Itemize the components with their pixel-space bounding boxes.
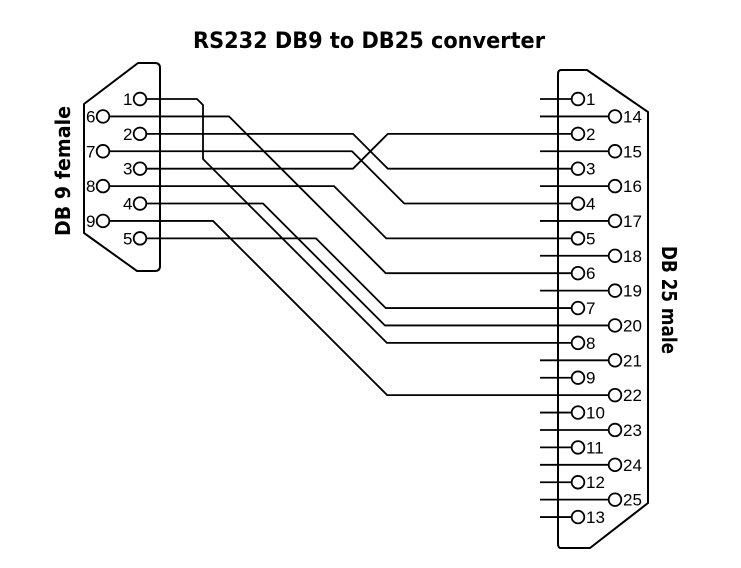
db9-pin-3-circle — [132, 161, 148, 176]
db9-pin-5-circle — [132, 231, 148, 246]
wire-db9-3-to-db25-2 — [146, 132, 572, 170]
db25-pin-17-label: 17 — [623, 212, 642, 231]
db25-pin-6-circle — [570, 266, 586, 281]
db25-pin-6-label: 6 — [586, 264, 595, 283]
db25-pin-19-circle — [607, 283, 623, 298]
db9-connector-label: DB 9 female — [51, 106, 75, 236]
db9-pin-1-circle — [132, 91, 148, 107]
db25-pin-1-label: 1 — [586, 90, 595, 109]
db9-pin-1-label: 1 — [123, 90, 132, 109]
db25-pin-24-label: 24 — [623, 456, 642, 475]
db25-pin-15-label: 15 — [623, 142, 642, 161]
db25-pin-3-circle — [570, 161, 586, 176]
db25-pin-19-label: 19 — [623, 282, 642, 301]
db25-pin-12-label: 12 — [586, 473, 605, 492]
db25-pin-2-label: 2 — [586, 125, 595, 144]
db9-connector-body — [83, 62, 161, 272]
wires-group — [109, 98, 609, 397]
db25-pin-16-circle — [607, 178, 623, 194]
db9-pin-8-circle — [95, 178, 111, 194]
db25-pin-2-circle — [570, 126, 586, 142]
db9-pins-group: 1 6 2 7 3 8 4 9 5 — [86, 90, 148, 248]
db25-pin-1-circle — [570, 91, 586, 107]
db25-pin-22-label: 22 — [623, 386, 642, 405]
db25-pin-16-label: 16 — [623, 177, 642, 196]
wire-db9-1-to-db25-8 — [146, 98, 572, 344]
db25-pin-18-circle — [607, 248, 623, 263]
diagram-title: RS232 DB9 to DB25 converter — [193, 29, 545, 54]
db25-pin-13-circle — [570, 509, 586, 525]
db25-pin-25-circle — [607, 492, 623, 507]
db9-pin-9-label: 9 — [86, 212, 95, 231]
db9-pin-5-label: 5 — [123, 229, 132, 248]
db25-pin-11-label: 11 — [586, 438, 604, 457]
db9-pin-7-label: 7 — [86, 142, 95, 161]
db25-connector-label: DB 25 male — [657, 246, 681, 354]
db25-pin-15-circle — [607, 144, 623, 159]
db25-pin-10-label: 10 — [586, 404, 605, 423]
db25-pin-20-label: 20 — [623, 316, 642, 335]
wire-db9-9-to-db25-22 — [109, 220, 609, 397]
wire-db9-5-to-db25-7 — [146, 237, 572, 309]
wire-db9-8-to-db25-5 — [109, 185, 572, 240]
db25-pin-21-label: 21 — [623, 351, 642, 370]
db9-pin-2-circle — [132, 126, 148, 142]
db25-pin-9-label: 9 — [586, 369, 595, 388]
db25-pin-10-circle — [570, 405, 586, 420]
db25-pin-14-circle — [607, 109, 623, 124]
db25-pin-7-label: 7 — [586, 299, 595, 318]
db25-pin-23-label: 23 — [623, 421, 642, 440]
db25-pin-23-circle — [607, 422, 623, 438]
db25-pins-group: 1 14 2 15 3 16 4 17 5 18 6 19 7 20 8 21 9 22 10 23 11 24 12 25 1… — [570, 90, 642, 527]
db25-pin-20-circle — [607, 318, 623, 333]
db25-pin-17-circle — [607, 213, 623, 229]
db9-pin-6-label: 6 — [86, 107, 95, 126]
db25-pin-9-circle — [570, 370, 586, 385]
db25-stubs-group — [540, 98, 609, 518]
db9-pin-9-circle — [95, 213, 111, 229]
db25-pin-4-circle — [570, 196, 586, 211]
db9-pin-2-label: 2 — [123, 125, 132, 144]
db9-pin-4-circle — [132, 196, 148, 211]
wire-db9-7-to-db25-4 — [109, 150, 572, 205]
db25-connector-body — [557, 69, 649, 549]
db25-pin-4-label: 4 — [586, 195, 595, 214]
db25-pin-13-label: 13 — [586, 508, 605, 527]
db25-pin-11-circle — [570, 440, 586, 455]
db25-pin-22-circle — [607, 387, 623, 403]
db9-pin-6-circle — [95, 109, 111, 124]
db25-pin-21-circle — [607, 353, 623, 368]
db9-pin-4-label: 4 — [123, 195, 132, 214]
db25-pin-12-circle — [570, 475, 586, 490]
db9-pin-3-label: 3 — [123, 160, 132, 179]
db25-pin-5-circle — [570, 231, 586, 246]
db25-pin-24-circle — [607, 457, 623, 473]
db25-pin-8-label: 8 — [586, 334, 595, 353]
db25-pin-8-circle — [570, 335, 586, 351]
db25-pin-7-circle — [570, 300, 586, 316]
db9-pin-8-label: 8 — [86, 177, 95, 196]
db25-pin-3-label: 3 — [586, 160, 595, 179]
wire-db9-4-to-db25-20 — [146, 202, 609, 327]
db9-pin-7-circle — [95, 144, 111, 159]
db25-pin-14-label: 14 — [623, 107, 642, 126]
db25-pin-18-label: 18 — [623, 247, 642, 266]
db25-pin-5-label: 5 — [586, 229, 595, 248]
db25-pin-25-label: 25 — [623, 491, 642, 510]
wire-db9-6-to-db25-6 — [109, 115, 572, 275]
